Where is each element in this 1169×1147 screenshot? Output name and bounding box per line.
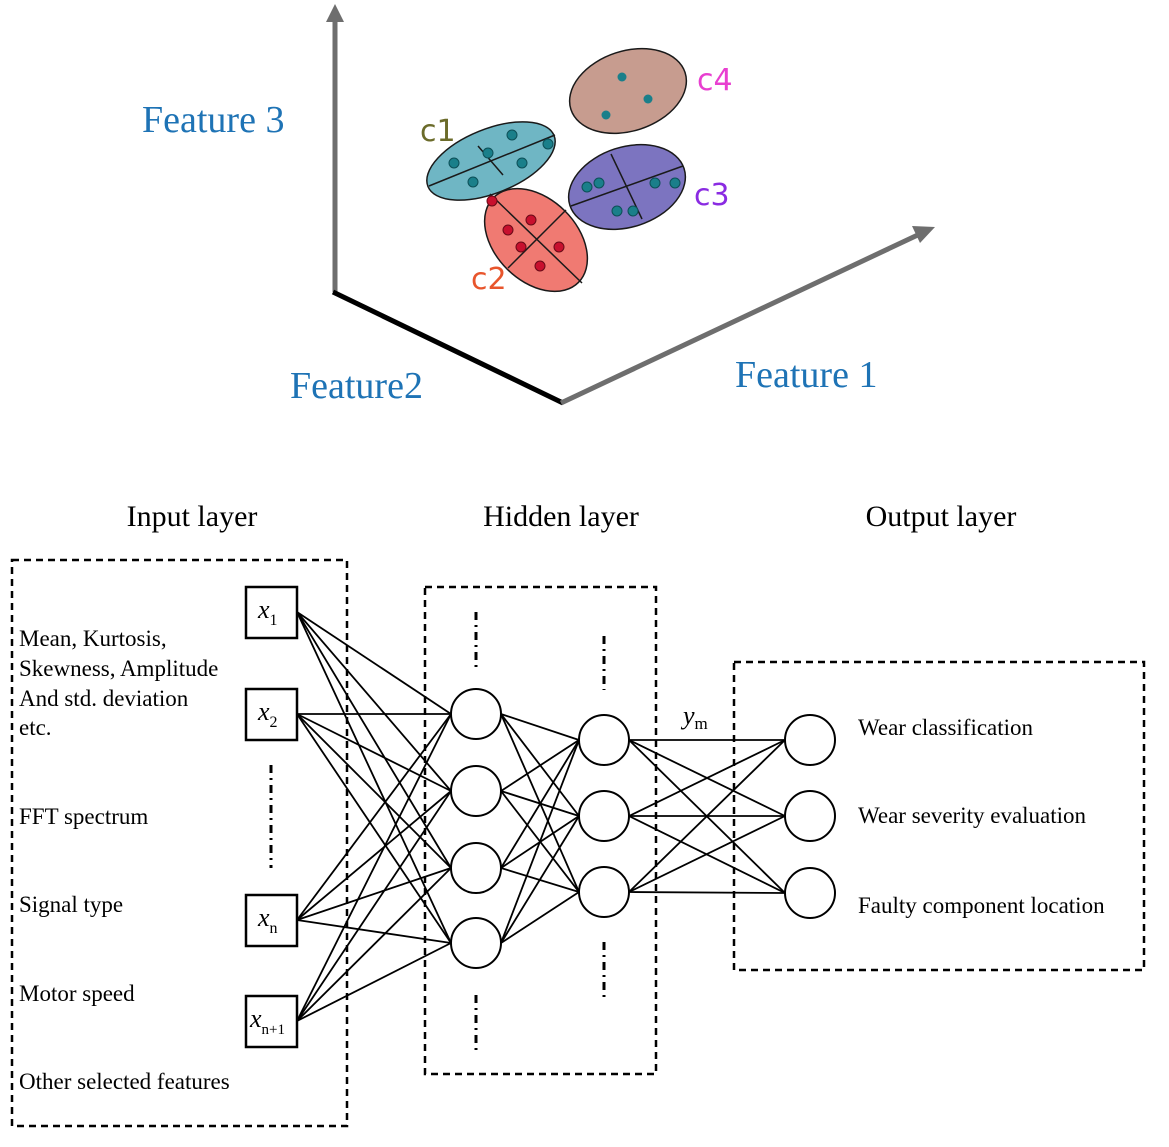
cluster-c4-point (617, 72, 627, 82)
vertical-ellipsis (269, 612, 606, 1052)
hidden-neuron (578, 790, 630, 842)
input-node-xn1: xn+1 (244, 994, 299, 1049)
input-desc-fft: FFT spectrum (19, 804, 148, 829)
svg-text:xn+1: xn+1 (249, 1004, 285, 1038)
cluster-c1-label: c1 (420, 114, 456, 149)
input-node-x1: x1 (244, 585, 299, 640)
input-desc-stats-line4: etc. (19, 715, 52, 740)
input-desc-stats-line1: Mean, Kurtosis, (19, 626, 167, 651)
input-node-xn: xn (244, 893, 299, 948)
feature2-label: Feature2 (290, 365, 423, 407)
feature1-axis (559, 230, 924, 406)
input-desc-motor: Motor speed (19, 981, 135, 1006)
hidden-neuron (450, 688, 502, 740)
cluster-c2-minor-axis (507, 209, 567, 269)
feature3-axis-arrowhead (326, 4, 344, 22)
output-neuron (784, 790, 836, 842)
output-layer-box (732, 660, 1146, 972)
cluster-c4-ellipse (568, 47, 688, 135)
cluster-c3-point (611, 205, 623, 217)
input-desc-stats-line3: And std. deviation (19, 686, 189, 711)
input-node-var: x (249, 1004, 262, 1033)
hidden-neuron (578, 866, 630, 918)
cluster-c3-point (649, 177, 661, 189)
cluster-c2-point (486, 195, 498, 207)
hidden-layer-1 (450, 688, 502, 969)
cluster-c2-label: c2 (471, 262, 507, 297)
hidden-layer-title: Hidden layer (483, 500, 639, 533)
hidden-neuron (450, 842, 502, 894)
input-desc-signal: Signal type (19, 892, 123, 917)
output-descriptions: Wear classification Wear severity evalua… (858, 715, 1105, 918)
feature3-label: Feature 3 (142, 99, 284, 141)
cluster-c1-point (448, 157, 460, 169)
output-desc-wear-classification: Wear classification (858, 715, 1034, 740)
feature1-label: Feature 1 (735, 354, 877, 396)
cluster-c3-point (593, 177, 605, 189)
cluster-c4 (568, 47, 688, 135)
ym-sub: m (695, 714, 708, 733)
cluster-c3-point (669, 177, 681, 189)
svg-text:x2: x2 (257, 697, 278, 731)
cluster-c2-point (553, 241, 565, 253)
connections (296, 611, 786, 1022)
feature2-axis (331, 289, 565, 406)
ym-label: ym (680, 701, 708, 733)
input-desc-other: Other selected features (19, 1069, 230, 1094)
output-layer (784, 714, 836, 919)
cluster-c1-point (467, 176, 479, 188)
cluster-c1-point (542, 138, 554, 150)
input-node-sub: n (270, 920, 278, 937)
cluster-c1-minor-axis (477, 145, 504, 176)
cluster-plot: Feature 3 Feature2 Feature 1 (142, 4, 935, 407)
input-node-var: x (257, 697, 270, 726)
cluster-c4-label: c4 (697, 63, 733, 98)
output-neuron (784, 714, 836, 766)
input-node-sub: n+1 (262, 1022, 285, 1038)
input-node-x2: x2 (244, 687, 299, 742)
input-descriptions: Mean, Kurtosis, Skewness, Amplitude And … (19, 626, 230, 1094)
input-node-sub: 2 (270, 714, 278, 731)
cluster-c1-point (506, 129, 518, 141)
input-node-var: x (257, 595, 270, 624)
cluster-c2-point (502, 224, 514, 236)
svg-text:xn: xn (257, 903, 278, 937)
cluster-c4-point (601, 110, 611, 120)
cluster-c3-point (627, 205, 639, 217)
hidden-neuron (450, 765, 502, 817)
hidden-neuron (578, 714, 630, 766)
cluster-c1-major-axis (428, 134, 556, 187)
hidden-neuron (450, 917, 502, 969)
output-desc-faulty-component: Faulty component location (858, 893, 1105, 918)
input-layer-title: Input layer (127, 500, 258, 533)
input-desc-stats-line2: Skewness, Amplitude (19, 656, 218, 681)
cluster-c2-point (515, 241, 527, 253)
cluster-c1 (426, 121, 556, 201)
ym-var: y (680, 701, 695, 730)
output-desc-wear-severity: Wear severity evaluation (858, 803, 1087, 828)
cluster-c2-major-axis (489, 193, 583, 284)
input-node-sub: 1 (270, 612, 278, 629)
input-node-var: x (257, 903, 270, 932)
hidden-layer-2 (578, 714, 630, 918)
cluster-c4-point (643, 94, 653, 104)
output-layer-title: Output layer (866, 500, 1017, 533)
cluster-c1-point (516, 157, 528, 169)
cluster-c1-point (482, 147, 494, 159)
cluster-c2-point (525, 214, 537, 226)
feature1-axis-arrowhead (912, 226, 935, 243)
cluster-c2 (483, 187, 589, 293)
cluster-c3-point (581, 181, 593, 193)
cluster-c3 (567, 143, 687, 231)
svg-text:x1: x1 (257, 595, 278, 629)
cluster-c3-label: c3 (694, 178, 730, 213)
input-layer-box (10, 558, 349, 1128)
output-neuron (784, 867, 836, 919)
cluster-c2-point (534, 260, 546, 272)
neural-network: Input layer Hidden layer Output layer (10, 500, 1146, 1128)
